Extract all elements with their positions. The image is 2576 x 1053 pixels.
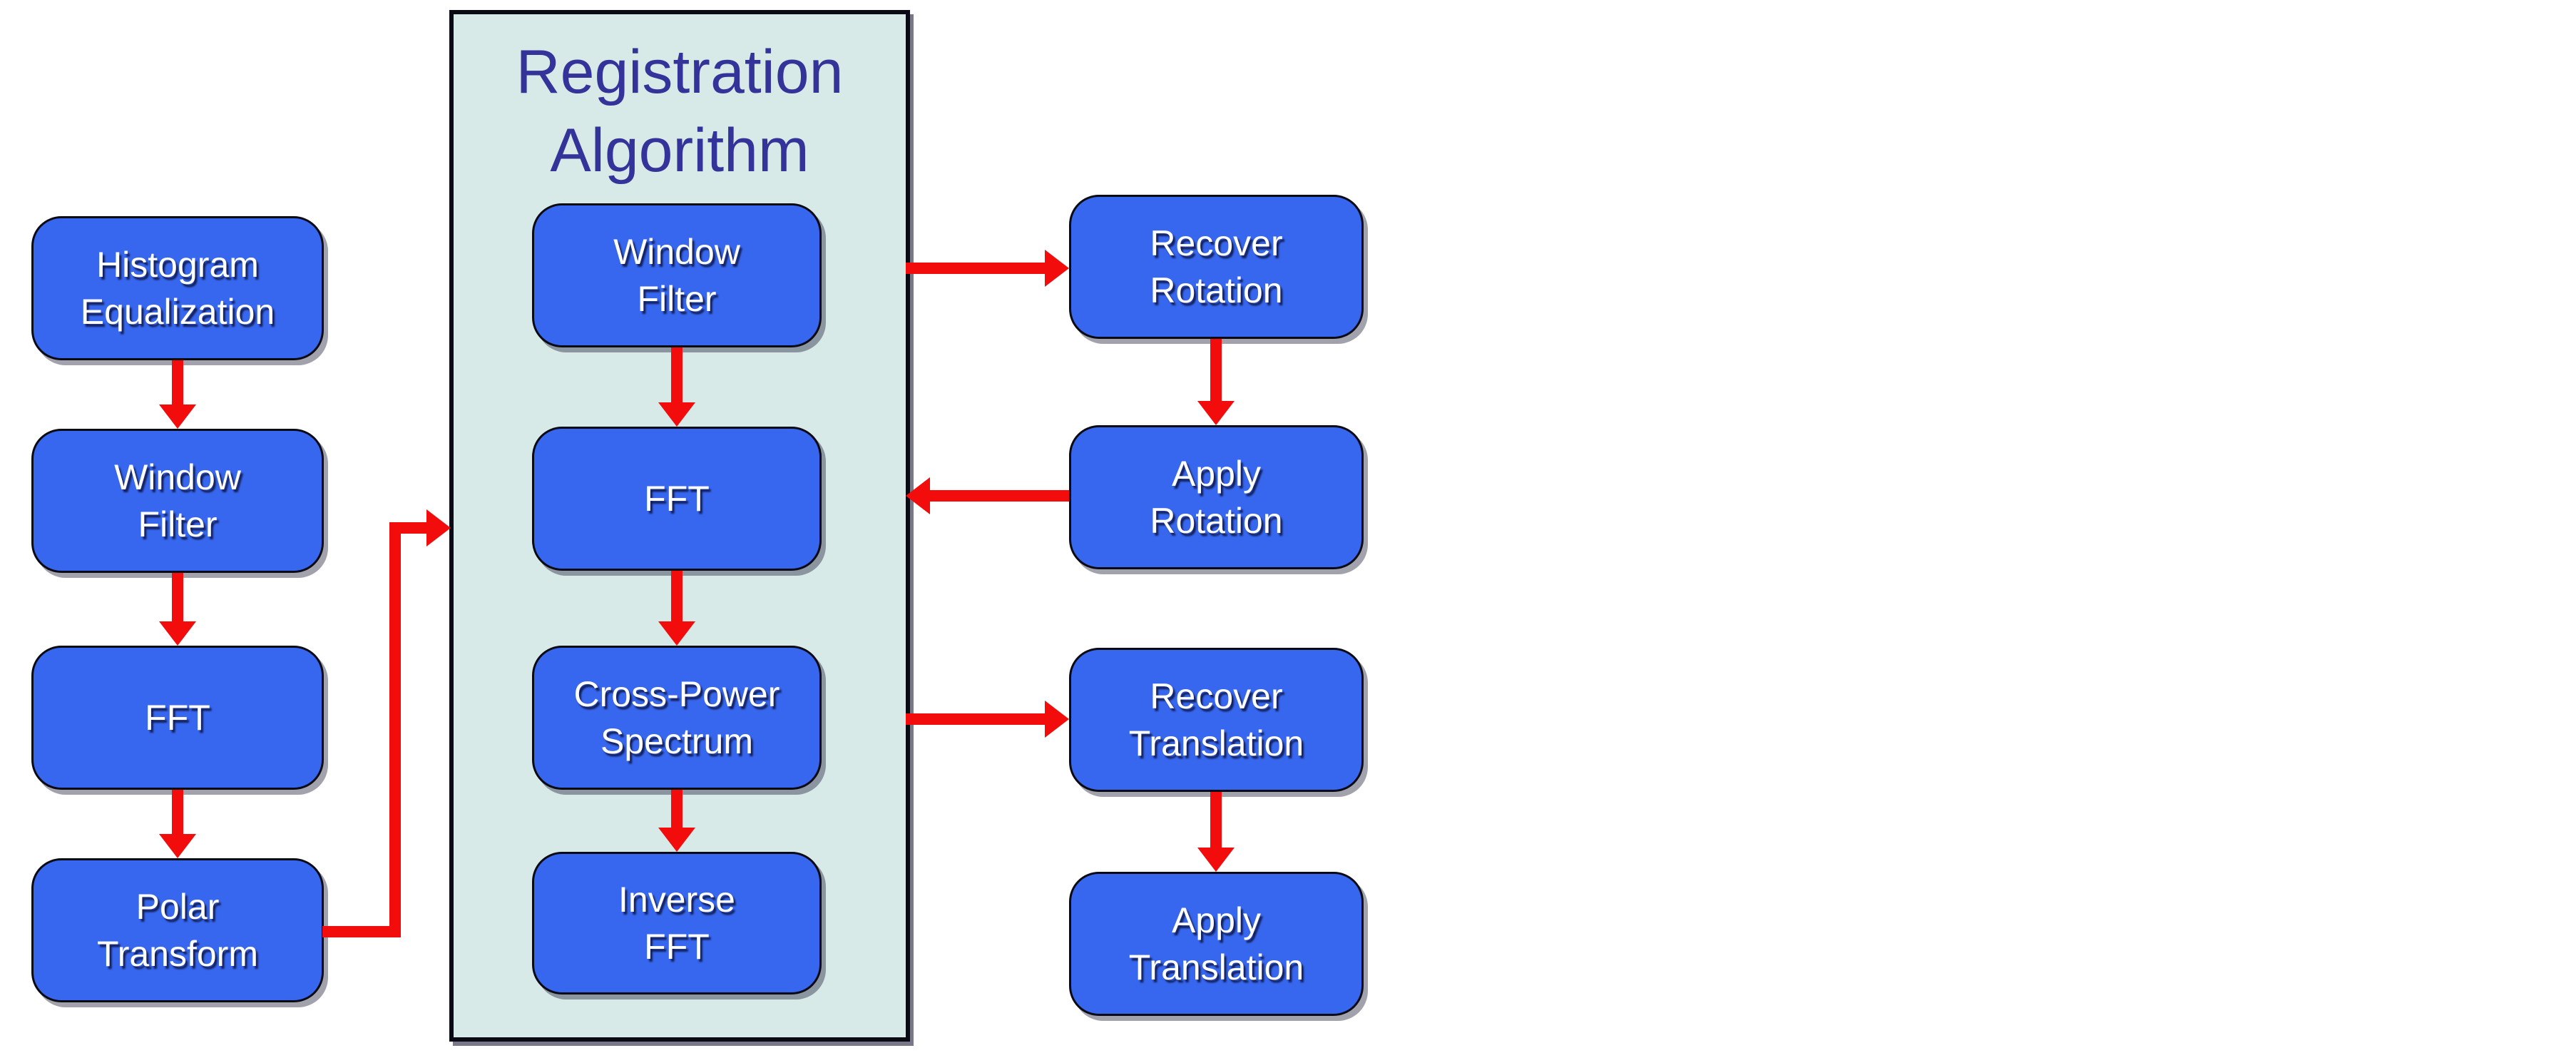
arrow-shaft [1210,792,1222,848]
arrow-recover-translation-to-apply-translation [1197,792,1235,872]
arrow-polar-transform-elbow-top [401,522,426,534]
node-label: Translation [1128,947,1304,987]
node-recover-translation: Recover Translation [1069,648,1364,792]
arrow-shaft [930,490,1069,502]
node-label: FFT [145,698,210,738]
node-polar-transform: Polar Transform [31,858,324,1002]
arrow-shaft [172,573,183,621]
node-label: Histogram [96,245,259,285]
arrow-down-icon [1197,401,1235,425]
node-window-filter-pre: Window Filter [31,429,324,573]
arrow-window-filter-main-to-fft-main [658,347,695,427]
node-label: Transform [97,934,258,974]
arrow-recover-rotation-to-apply-rotation [1197,339,1235,425]
node-fft-main: FFT [532,427,822,571]
arrow-polar-transform-elbow-horizontal [322,926,401,937]
node-label: Inverse [618,880,735,920]
arrow-left-icon [906,477,930,514]
arrow-shaft [172,790,183,834]
arrow-shaft [671,347,683,402]
arrow-cross-power-spectrum-to-inverse-fft [658,790,695,852]
node-inverse-fft: Inverse FFT [532,852,822,994]
arrow-down-icon [658,828,695,852]
node-label: Filter [138,504,218,544]
node-label: FFT [644,927,710,967]
arrow-polar-transform-elbow-vertical [389,522,401,937]
node-recover-rotation: Recover Rotation [1069,195,1364,339]
node-label: Window [114,457,241,497]
arrow-fft-pre-to-polar-transform [159,790,196,858]
node-label: Spectrum [600,721,753,761]
arrow-down-icon [658,621,695,646]
node-histogram-equalization: Histogram Equalization [31,216,324,360]
arrow-container-to-recover-rotation [906,250,1069,287]
node-label: Rotation [1150,501,1283,541]
node-label: Cross-Power [573,674,780,714]
arrow-shaft [172,360,183,405]
node-label: Apply [1171,454,1262,494]
node-label: Recover [1150,676,1283,716]
arrow-down-icon [658,402,695,427]
diagram-title-line1: Registration [516,38,844,106]
diagram-title: Registration Algorithm [454,33,906,190]
arrow-down-icon [159,834,196,858]
node-label: Equalization [80,292,275,332]
arrow-window-filter-to-fft-pre [159,573,196,646]
arrow-shaft [671,571,683,621]
arrow-container-to-recover-translation [906,701,1069,738]
node-apply-rotation: Apply Rotation [1069,425,1364,569]
node-apply-translation: Apply Translation [1069,872,1364,1016]
node-label: Rotation [1150,270,1283,310]
node-label: Recover [1150,223,1283,263]
node-label: Apply [1171,900,1262,940]
node-cross-power-spectrum: Cross-Power Spectrum [532,646,822,790]
arrow-right-icon [1045,250,1069,287]
arrow-apply-rotation-to-container [906,477,1069,514]
arrow-shaft [906,263,1045,274]
arrow-histogram-equalization-to-window-filter [159,360,196,429]
node-label: Window [613,232,740,272]
arrow-right-icon [1045,701,1069,738]
node-label: Polar [136,887,220,927]
node-fft-pre: FFT [31,646,324,790]
arrow-fft-main-to-cross-power-spectrum [658,571,695,646]
node-label: FFT [644,479,710,519]
node-label: Filter [637,279,717,319]
arrow-shaft [671,790,683,828]
arrow-down-icon [1197,848,1235,872]
arrow-down-icon [159,405,196,429]
node-window-filter-main: Window Filter [532,203,822,347]
arrow-shaft [906,713,1045,725]
arrow-shaft [1210,339,1222,401]
arrow-down-icon [159,621,196,646]
arrow-right-icon [426,509,451,546]
diagram-title-line2: Algorithm [550,116,809,185]
node-label: Translation [1128,723,1304,763]
